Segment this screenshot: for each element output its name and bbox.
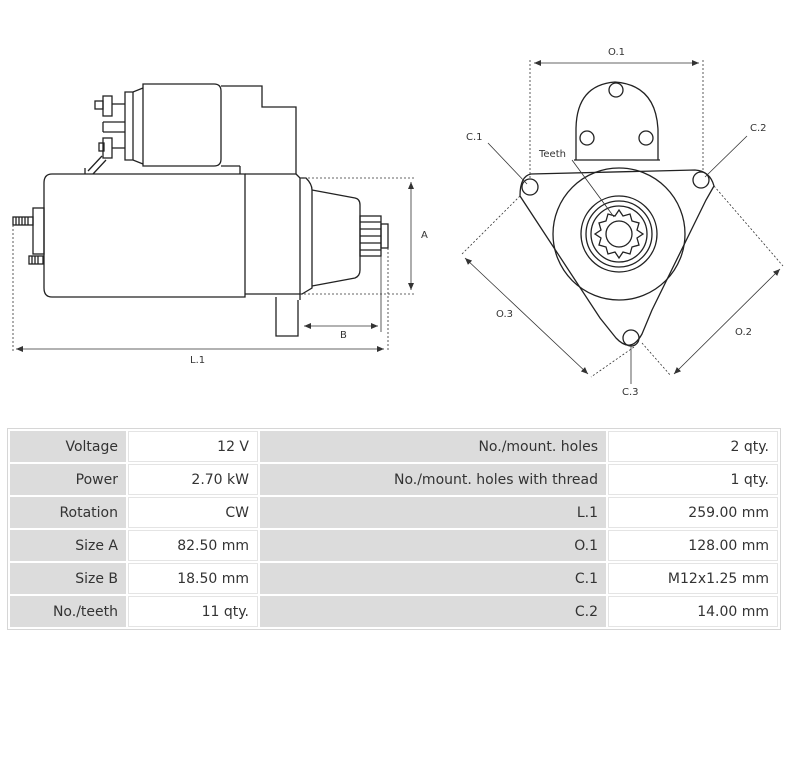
table-row: Rotation CW L.1 259.00 mm	[10, 497, 778, 528]
front-view	[519, 81, 715, 347]
table-row: Size A 82.50 mm O.1 128.00 mm	[10, 530, 778, 561]
front-dimensions	[461, 60, 784, 384]
spec-table: Voltage 12 V No./mount. holes 2 qty. Pow…	[7, 428, 781, 630]
spec-label: Rotation	[10, 497, 126, 528]
dim-l1-label: L.1	[190, 355, 205, 366]
spec-value: 2.70 kW	[128, 464, 258, 495]
top-boss	[575, 81, 659, 160]
teeth-label: Teeth	[538, 149, 566, 160]
side-view	[12, 83, 389, 337]
spec-value: 14.00 mm	[608, 596, 778, 627]
spec-label: C.2	[260, 596, 606, 627]
dim-o1-label: O.1	[608, 47, 625, 58]
spec-label: Size B	[10, 563, 126, 594]
spec-label: Size A	[10, 530, 126, 561]
hole-c2	[692, 171, 710, 189]
spec-value: 18.50 mm	[128, 563, 258, 594]
end-bolt-lower	[28, 255, 44, 265]
spec-label: No./mount. holes with thread	[260, 464, 606, 495]
dim-o3-label: O.3	[496, 309, 513, 320]
hole-c3	[622, 329, 640, 347]
dim-a-label: A	[421, 230, 428, 241]
table-row: Size B 18.50 mm C.1 M12x1.25 mm	[10, 563, 778, 594]
drive-housing	[221, 85, 297, 175]
dim-b-label: B	[340, 330, 347, 341]
spec-label: L.1	[260, 497, 606, 528]
spec-label: Power	[10, 464, 126, 495]
motor-body	[43, 173, 246, 298]
spec-label: No./mount. holes	[260, 431, 606, 462]
dim-c3-label: C.3	[622, 387, 639, 398]
starter-technical-drawing: A B L.1 O	[12, 47, 784, 398]
spec-value: 2 qty.	[608, 431, 778, 462]
gear	[593, 208, 645, 260]
terminal-top	[102, 95, 113, 117]
spec-value: 82.50 mm	[128, 530, 258, 561]
spec-label: C.1	[260, 563, 606, 594]
hole-c1	[521, 178, 539, 196]
table-row: Voltage 12 V No./mount. holes 2 qty.	[10, 431, 778, 462]
spec-value: 128.00 mm	[608, 530, 778, 561]
table-row: Power 2.70 kW No./mount. holes with thre…	[10, 464, 778, 495]
spec-value: 1 qty.	[608, 464, 778, 495]
spec-value: M12x1.25 mm	[608, 563, 778, 594]
spec-label: No./teeth	[10, 596, 126, 627]
dim-c2-label: C.2	[750, 123, 767, 134]
dim-o2-label: O.2	[735, 327, 752, 338]
dim-c1-label: C.1	[466, 132, 483, 143]
spec-value: CW	[128, 497, 258, 528]
drawing-svg: A B L.1 O	[12, 47, 784, 398]
spec-value: 259.00 mm	[608, 497, 778, 528]
spec-value: 11 qty.	[128, 596, 258, 627]
side-dimensions	[12, 177, 414, 352]
spec-label: O.1	[260, 530, 606, 561]
solenoid	[142, 83, 222, 167]
spec-label: Voltage	[10, 431, 126, 462]
spec-value: 12 V	[128, 431, 258, 462]
table-row: No./teeth 11 qty. C.2 14.00 mm	[10, 596, 778, 627]
